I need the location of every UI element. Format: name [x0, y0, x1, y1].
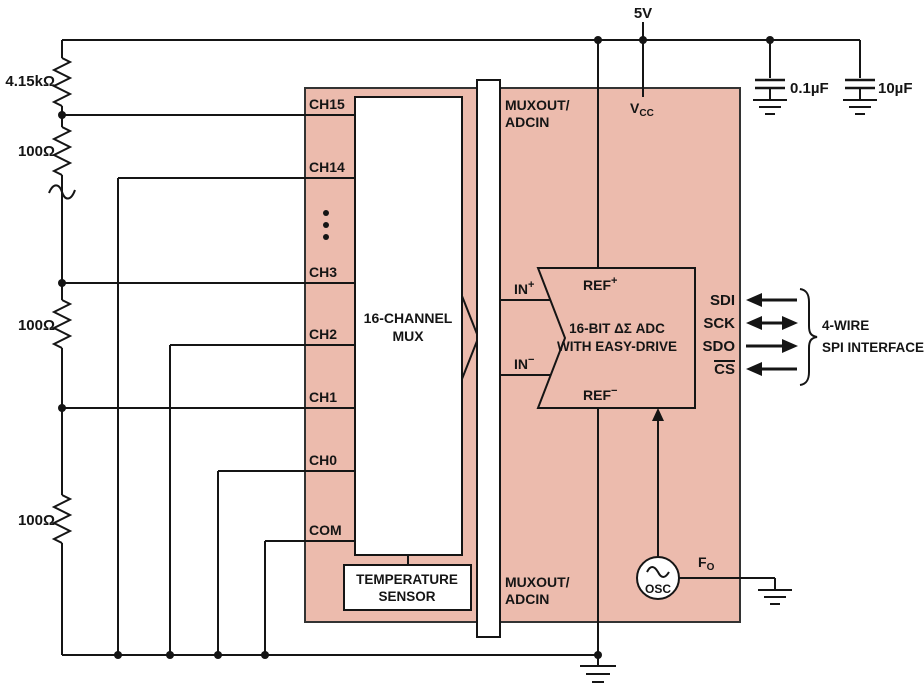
junction-dot [594, 36, 602, 44]
junction-dot [261, 651, 269, 659]
pin-label-com: COM [309, 522, 342, 538]
mux-title-line1: 16-CHANNEL [364, 310, 453, 326]
cs-arrowhead-icon [746, 362, 762, 376]
sck-arrowhead-left-icon [746, 316, 762, 330]
junction-dot [166, 651, 174, 659]
adc-block-shape [536, 267, 696, 409]
channel-ellipsis-icon [323, 222, 329, 228]
resistor-100-1-label: 100Ω [18, 143, 55, 160]
pin-label-cs: CS [714, 361, 735, 378]
ch2-wire [169, 344, 355, 655]
ground-symbol-cap2 [843, 99, 877, 115]
junction-dot [114, 651, 122, 659]
muxout-top-label-line1: MUXOUT/ [505, 97, 570, 113]
muxout-bottom-label-line2: ADCIN [505, 591, 549, 607]
resistor-100-2-label: 100Ω [18, 317, 55, 334]
pin-label-sck: SCK [703, 315, 735, 332]
wire-break-tilde-icon [48, 184, 76, 200]
ch0-wire [217, 470, 355, 655]
resistor-100-2 [51, 299, 73, 349]
ground-symbol-f0 [758, 589, 792, 605]
muxout-adcin-pin-strip [476, 79, 501, 638]
junction-dot [594, 651, 602, 659]
ch14-wire [117, 177, 355, 655]
junction-dot [58, 279, 66, 287]
mux-funnel-upper-wire [461, 295, 478, 335]
junction-dot [766, 36, 774, 44]
ground-symbol-ref [580, 665, 616, 683]
pin-label-sdo: SDO [702, 338, 735, 355]
ref-minus-label: REF− [583, 385, 617, 403]
capacitor-0_1uf-icon [755, 78, 785, 90]
channel-ellipsis-icon [323, 210, 329, 216]
sck-arrowhead-right-icon [782, 316, 798, 330]
junction-dot [58, 404, 66, 412]
resistor-100-1 [51, 126, 73, 176]
osc-arrowhead-icon [652, 408, 664, 421]
pin-label-ch14: CH14 [309, 159, 345, 175]
in-minus-label: IN− [514, 354, 534, 372]
com-wire [264, 540, 355, 655]
resistor-4_15k-label: 4.15kΩ [5, 73, 55, 90]
f0-pin-label: FO [698, 554, 715, 573]
capacitor-10uf-icon [845, 78, 875, 90]
in-plus-label: IN+ [514, 279, 534, 297]
channel-ellipsis-icon [323, 234, 329, 240]
adc-title-line2: WITH EASY-DRIVE [557, 339, 677, 354]
pin-label-ch15: CH15 [309, 96, 345, 112]
junction-dot [214, 651, 222, 659]
resistor-4_15k [51, 57, 73, 107]
cap2-value-label: 10µF [878, 80, 913, 97]
spi-interface-label-line2: SPI INTERFACE [822, 340, 924, 355]
spi-brace-icon [799, 288, 818, 386]
ground-symbol-cap1 [753, 99, 787, 115]
pin-label-ch3: CH3 [309, 264, 337, 280]
ref-plus-label: REF+ [583, 275, 617, 293]
resistor-100-3-label: 100Ω [18, 512, 55, 529]
sine-wave-icon [646, 566, 670, 578]
adc-title-line1: 16-BIT ΔΣ ADC [569, 321, 665, 336]
mux-box [354, 96, 463, 556]
junction-dot [639, 36, 647, 44]
spi-interface-label-line1: 4-WIRE [822, 318, 869, 333]
cap1-value-label: 0.1µF [790, 80, 829, 97]
mux-funnel-lower-wire [461, 340, 478, 380]
pin-label-ch1: CH1 [309, 389, 337, 405]
sdo-arrowhead-icon [782, 339, 798, 353]
muxout-bottom-label-line1: MUXOUT/ [505, 574, 570, 590]
muxout-top-label-line2: ADCIN [505, 114, 549, 130]
f0-wire [679, 577, 776, 590]
pin-label-ch0: CH0 [309, 452, 337, 468]
sdi-arrowhead-icon [746, 293, 762, 307]
pin-label-sdi: SDI [710, 292, 735, 309]
vcc-pin-label: VCC [630, 100, 654, 119]
temp-sensor-label-line2: SENSOR [378, 589, 435, 604]
junction-dot [58, 111, 66, 119]
mux-title-line2: MUX [392, 328, 424, 344]
resistor-100-3 [51, 494, 73, 544]
temp-sensor-label-line1: TEMPERATURE [356, 572, 458, 587]
pin-label-ch2: CH2 [309, 326, 337, 342]
osc-label: OSC [645, 582, 671, 596]
supply-5v-label: 5V [634, 5, 652, 22]
